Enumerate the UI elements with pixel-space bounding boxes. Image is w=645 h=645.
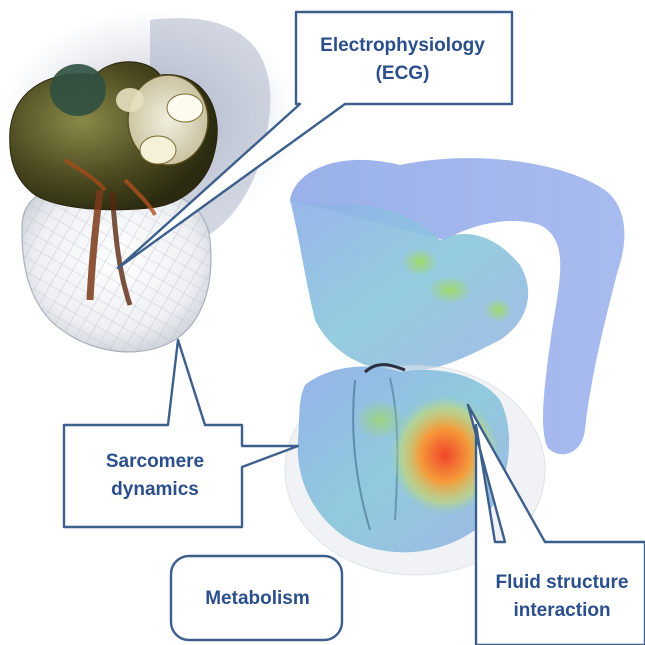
heart-mesh-model-icon [0,10,300,352]
electrophysiology-line2: (ECG) [300,60,505,88]
electrophysiology-line1: Electrophysiology [300,32,505,60]
metabolism-label: Metabolism [175,585,340,613]
fluid-structure-line1: Fluid structure [478,569,645,597]
heart-fluid-model-icon [285,158,624,575]
sarcomere-line1: Sarcomere [66,448,244,476]
fluid-structure-label: Fluid structure interaction [478,569,645,624]
fluid-structure-line2: interaction [478,597,645,625]
sarcomere-label: Sarcomere dynamics [66,448,244,503]
electrophysiology-label: Electrophysiology (ECG) [300,32,505,87]
sarcomere-line2: dynamics [66,476,244,504]
